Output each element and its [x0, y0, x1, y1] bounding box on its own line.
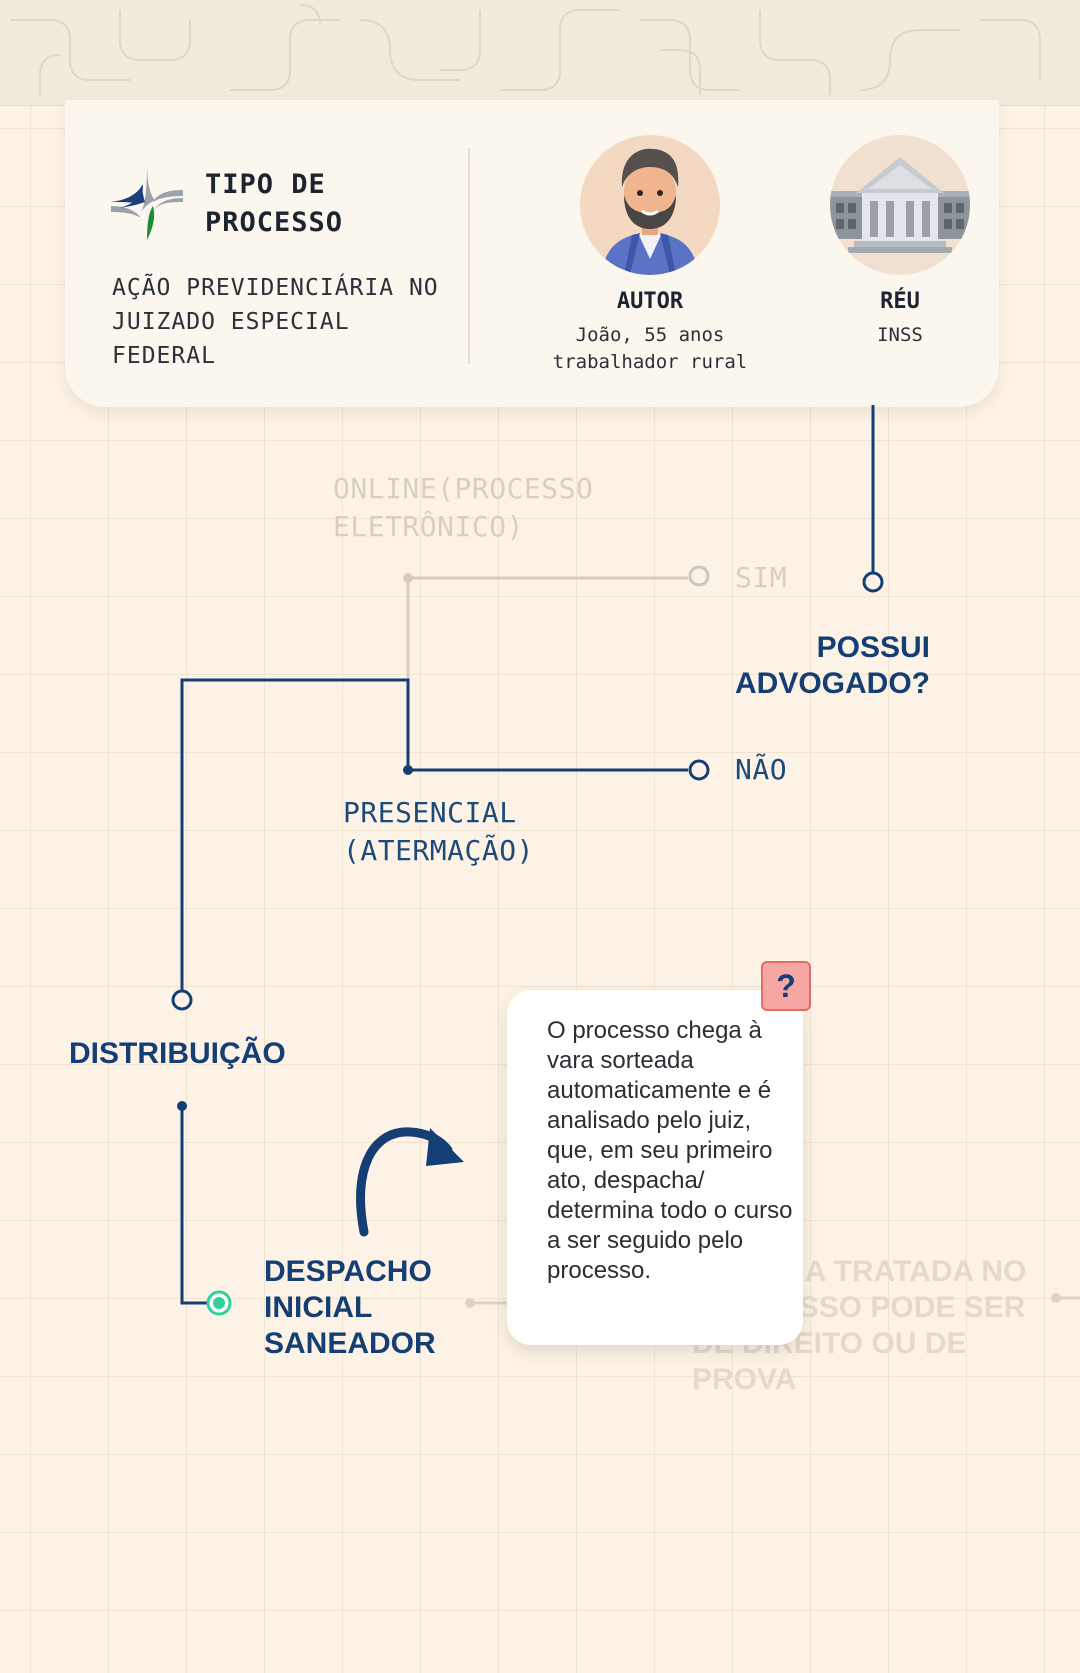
reu-line1: INSS [877, 324, 923, 346]
connector-sim [406, 576, 688, 770]
label-nao: NÃO [735, 753, 788, 786]
party-reu: RÉU INSS [780, 135, 1020, 349]
connector-to-dispatch [180, 1106, 208, 1305]
decorative-pattern-band [0, 0, 1080, 106]
label-online: ONLINE(PROCESSO ELETRÔNICO) [333, 472, 594, 543]
card-divider [468, 148, 470, 364]
dot-next-faded-left [465, 1298, 475, 1308]
autor-line2: trabalhador rural [552, 351, 748, 373]
government-building-icon [830, 135, 970, 275]
branch-dot-sim [403, 573, 413, 583]
question-label: POSSUI ADVOGADO? [735, 631, 930, 700]
node-sim [688, 565, 710, 587]
help-question-icon[interactable]: ? [761, 961, 811, 1011]
node-nao [688, 759, 710, 781]
process-type-card: TIPO DE PROCESSO AÇÃO PREVIDENCIÁRIA NO … [65, 100, 999, 407]
label-presencial: PRESENCIAL (ATERMAÇÃO) [343, 796, 534, 867]
node-question [862, 571, 884, 593]
process-type-title: TIPO DE PROCESSO [205, 169, 344, 238]
autor-title: AUTOR [616, 289, 684, 314]
man-avatar-icon [580, 135, 720, 275]
step-dispatch: DESPACHO INICIAL SANEADOR [264, 1255, 436, 1360]
arrow-head [426, 1128, 464, 1166]
label-sim: SIM [735, 561, 788, 594]
party-autor: AUTOR João, 55 anos trabalhador rural [515, 135, 785, 376]
connector-to-distribution [180, 678, 410, 991]
info-tooltip: O processo chega à vara sorteada automat… [507, 990, 803, 1345]
step-distribution: DISTRIBUIÇÃO [69, 1037, 286, 1070]
autor-line1: João, 55 anos [575, 324, 725, 346]
tooltip-text: O processo chega à vara sorteada automat… [547, 1017, 793, 1284]
node-dispatch-active-core [213, 1297, 225, 1309]
dot-next-faded-right [1051, 1293, 1061, 1303]
node-distribution [171, 989, 193, 1011]
cross-star-logo-icon [111, 162, 183, 240]
process-type-description: AÇÃO PREVIDENCIÁRIA NO JUIZADO ESPECIAL … [112, 275, 439, 369]
reu-title: RÉU [880, 289, 920, 314]
pattern-decoration [10, 4, 1041, 95]
